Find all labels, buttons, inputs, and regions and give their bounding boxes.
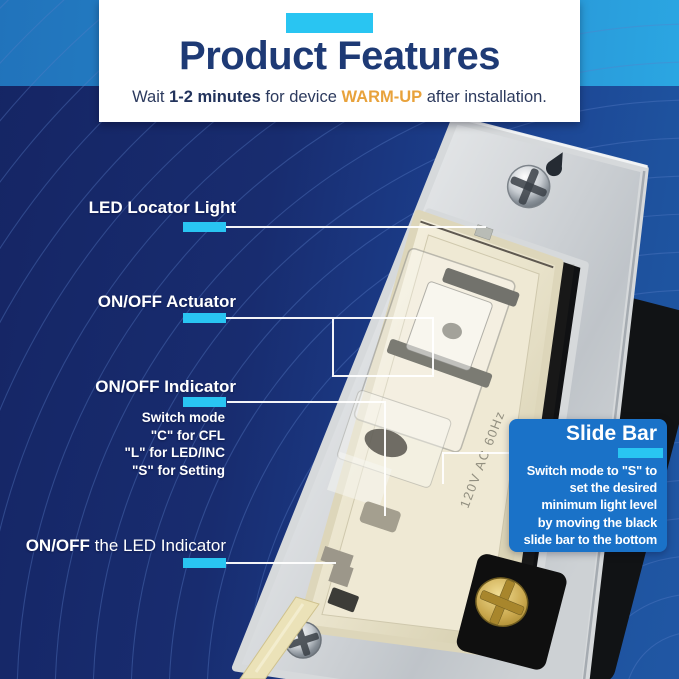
label-bold-part: ON/OFF — [25, 536, 90, 555]
header-subtitle: Wait 1-2 minutes for device WARM-UP afte… — [99, 88, 580, 107]
indicator-sublines: Switch mode "C" for CFL "L" for LED/INC … — [124, 409, 225, 479]
header-card: Product Features Wait 1-2 minutes for de… — [99, 0, 580, 122]
wire-highlight — [254, 603, 305, 673]
label-rest-part: the LED Indicator — [89, 536, 226, 555]
air-gap-seam — [420, 220, 554, 269]
actuator-outline-box — [332, 317, 434, 377]
subtitle-text: for device — [260, 88, 342, 106]
indicator-underline — [183, 397, 226, 407]
led-indicator-piece — [320, 546, 354, 588]
label-led-locator: LED Locator Light — [88, 198, 236, 217]
header-accent-bar — [286, 13, 373, 33]
indicator-line — [227, 401, 386, 516]
subtitle-text: after installation. — [422, 88, 547, 106]
subtitle-text: Wait — [132, 88, 170, 106]
desc-line: by moving the black — [537, 514, 657, 530]
subtitle-bold: 1-2 minutes — [169, 88, 261, 106]
desc-line: Switch mode to "S" to — [526, 463, 657, 478]
led-indicator-underline — [183, 558, 226, 568]
actuator-underline — [183, 313, 226, 323]
mode-indicator — [359, 501, 401, 533]
subline: Switch mode — [141, 410, 225, 425]
clear-actuator — [327, 247, 520, 508]
slide-bar-description: Switch mode to "S" to set the desired mi… — [511, 462, 658, 548]
slide-bar-callout: Slide Bar Switch mode to "S" to set the … — [509, 419, 667, 552]
desc-line: minimum light level — [541, 497, 657, 513]
label-indicator: ON/OFF Indicator — [95, 377, 236, 396]
warmup-text: WARM-UP — [341, 88, 423, 106]
label-actuator: ON/OFF Actuator — [97, 292, 236, 311]
subline: "L" for LED/INC — [124, 445, 225, 460]
top-screw-slot — [510, 168, 547, 205]
page-title: Product Features — [179, 34, 500, 78]
subline: "C" for CFL — [150, 427, 225, 443]
slide-bar-tip — [327, 587, 359, 613]
keyhole-slot — [546, 152, 563, 177]
led-locator-underline — [183, 222, 226, 232]
subline: "S" for Setting — [131, 462, 225, 478]
desc-line: slide bar to the bottom — [523, 531, 658, 547]
label-led-indicator: ON/OFF the LED Indicator — [26, 536, 226, 556]
desc-line: set the desired — [569, 480, 658, 496]
slide-bar-title: Slide Bar — [565, 422, 657, 445]
brass-screw-slot — [479, 579, 525, 625]
plate-top-highlight — [453, 115, 648, 169]
slide-bar-underline — [618, 448, 663, 458]
